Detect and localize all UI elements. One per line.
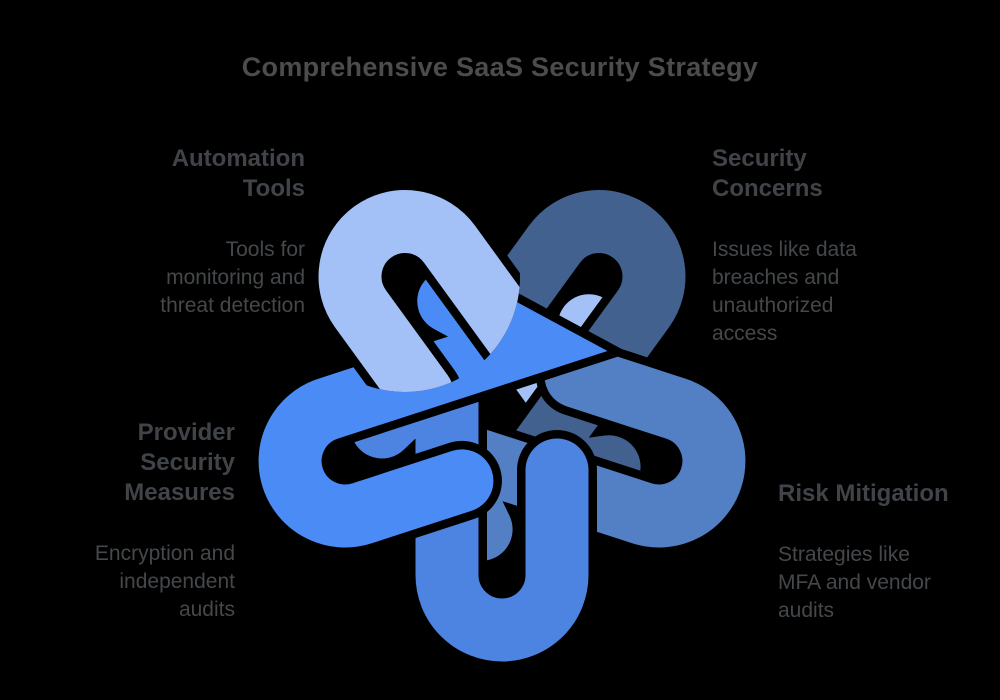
section-security-concerns: Security Concerns Issues like data breac… bbox=[712, 126, 857, 366]
security-concerns-description: Issues like data breaches and unauthoriz… bbox=[712, 238, 857, 345]
section-risk-mitigation: Risk Mitigation Strategies like MFA and … bbox=[778, 461, 949, 643]
page-title: Comprehensive SaaS Security Strategy bbox=[241, 52, 759, 82]
provider-security-description: Encryption and independent audits bbox=[94, 542, 235, 621]
risk-mitigation-heading: Risk Mitigation bbox=[778, 480, 949, 507]
security-concerns-heading: Security Concerns bbox=[712, 145, 823, 202]
provider-security-heading: Provider Security Measures bbox=[124, 419, 235, 506]
automation-tools-description: Tools for monitoring and threat detectio… bbox=[160, 238, 305, 317]
section-automation-tools: Automation Tools Tools for monitoring an… bbox=[160, 126, 305, 338]
section-provider-security-measures: Provider Security Measures Encryption an… bbox=[95, 400, 235, 642]
automation-tools-heading: Automation Tools bbox=[171, 145, 305, 202]
risk-mitigation-description: Strategies like MFA and vendor audits bbox=[778, 543, 931, 622]
